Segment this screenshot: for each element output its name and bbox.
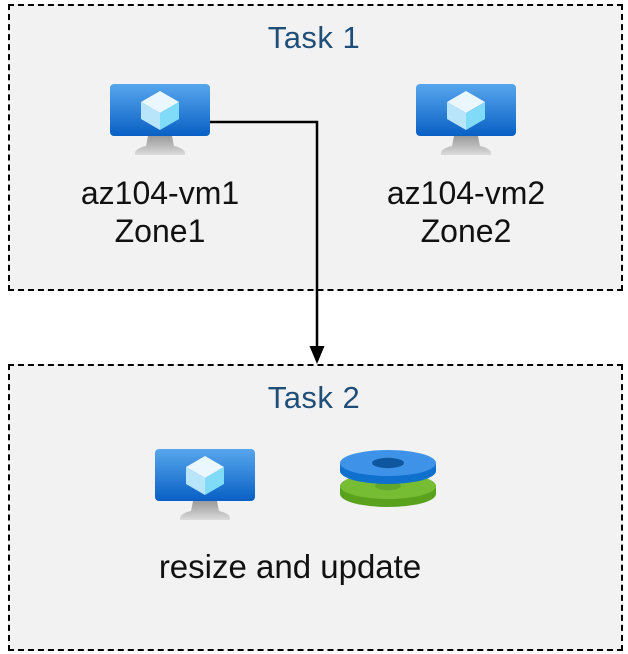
- vm1-label: az104-vm1 Zone1: [50, 174, 270, 250]
- virtual-machine-icon: [416, 84, 516, 162]
- virtual-machine-icon: [155, 449, 255, 527]
- task2-box: [8, 364, 623, 651]
- task1-title: Task 1: [267, 20, 361, 55]
- virtual-machine-icon: [110, 84, 210, 162]
- vm2-label: az104-vm2 Zone2: [356, 174, 576, 250]
- task2-title: Task 2: [267, 380, 361, 415]
- vm2-name: az104-vm2: [386, 175, 546, 211]
- vm1-zone: Zone1: [114, 213, 206, 249]
- task2-caption: resize and update: [158, 548, 422, 585]
- disks-icon: [338, 450, 438, 508]
- vm1-name: az104-vm1: [80, 175, 240, 211]
- vm2-zone: Zone2: [420, 213, 512, 249]
